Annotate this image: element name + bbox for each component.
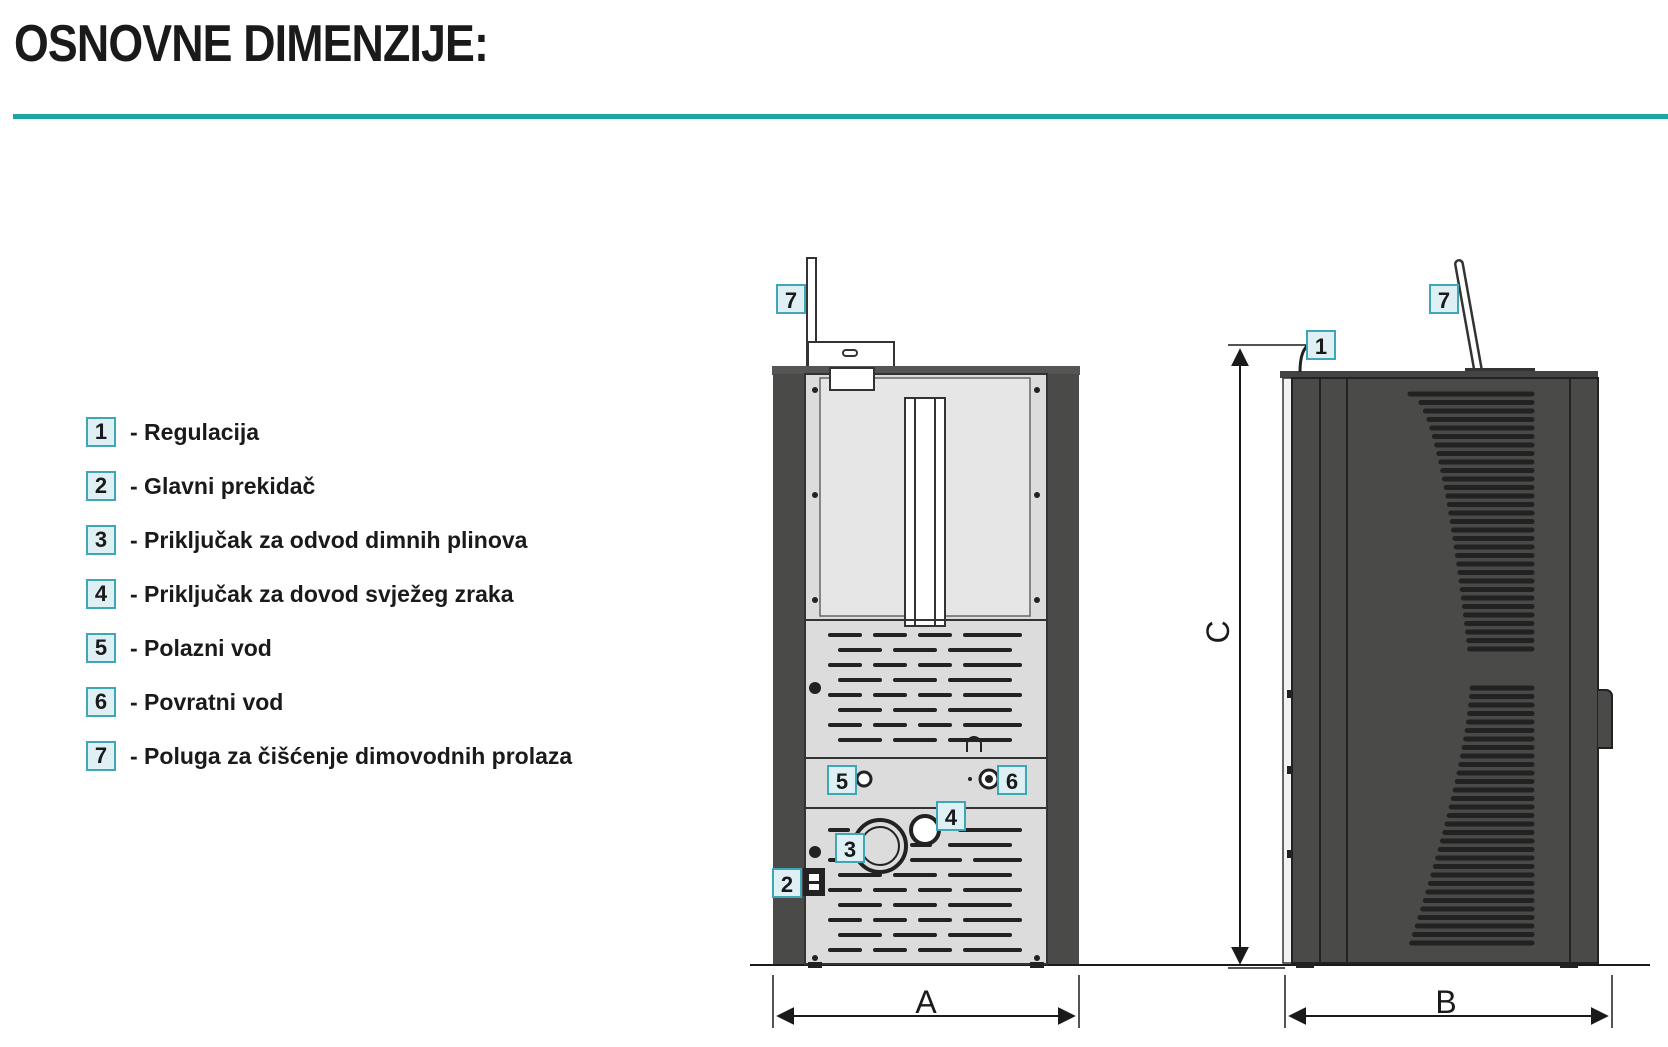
legend-label: - Glavni prekidač (130, 472, 316, 499)
svg-text:3: 3 (844, 837, 856, 862)
page-title: OSNOVNE DIMENZIJE: (14, 15, 489, 73)
legend-item: 4 - Priključak za dovod svježeg zraka (86, 567, 572, 621)
svg-text:1: 1 (1315, 334, 1327, 359)
legend-label: - Regulacija (130, 418, 260, 445)
legend-list: 1 - Regulacija 2 - Glavni prekidač 3 - Prik… (86, 405, 572, 783)
lever-bracket (807, 341, 895, 369)
callout-7-side: 7 (1429, 284, 1459, 314)
dimension-b-label: B (1435, 984, 1456, 1020)
legend-number-badge: 2 (86, 471, 116, 501)
legend-number-badge: 6 (86, 687, 116, 717)
side-louvres (1407, 391, 1535, 946)
svg-text:2: 2 (781, 872, 793, 897)
legend-label: - Poluga za čišćenje dimovodnih prolaza (130, 742, 573, 769)
legend-number-badge: 1 (86, 417, 116, 447)
callout-4: 4 (936, 801, 966, 831)
callout-6: 6 (997, 765, 1027, 795)
legend-label: - Priključak za dovod svježeg zraka (130, 580, 514, 607)
svg-text:6: 6 (1006, 769, 1018, 794)
legend-label: - Priključak za odvod dimnih plinova (130, 526, 528, 553)
air-inlet (909, 814, 941, 846)
top-plate-side (1280, 371, 1598, 378)
main-switch (803, 868, 825, 896)
flue-channel (904, 397, 946, 627)
legend-label: - Povratni vod (130, 688, 284, 715)
callout-5: 5 (827, 765, 857, 795)
legend-item: 7 - Poluga za čišćenje dimovodnih prolaza (86, 729, 572, 783)
legend-number-badge: 3 (86, 525, 116, 555)
legend-number-badge: 4 (86, 579, 116, 609)
legend-label: - Polazni vod (130, 634, 272, 661)
legend-number-badge: 5 (86, 633, 116, 663)
callout-1: 1 (1306, 330, 1336, 360)
svg-text:5: 5 (836, 769, 848, 794)
flow-connection (855, 770, 873, 788)
callout-3: 3 (835, 833, 865, 863)
callout-7-rear: 7 (776, 284, 806, 314)
legend-item: 6 - Povratni vod (86, 675, 572, 729)
callout-2: 2 (772, 868, 802, 898)
top-plate (772, 366, 1080, 375)
svg-text:7: 7 (1438, 288, 1450, 313)
dimension-c-label: C (1200, 620, 1236, 643)
dimension-a-label: A (915, 984, 937, 1020)
cleaning-lever-side (1456, 261, 1481, 373)
vent-slots-lower (828, 828, 1022, 952)
title-divider (13, 114, 1668, 119)
svg-text:7: 7 (785, 288, 797, 313)
rear-view: A 7 5 6 4 3 2 (772, 257, 1080, 1028)
legend-number-badge: 7 (86, 741, 116, 771)
legend-item: 3 - Priključak za odvod dimnih plinova (86, 513, 572, 567)
door-handle (1598, 689, 1613, 749)
legend-item: 5 - Polazni vod (86, 621, 572, 675)
left-side-panel (773, 374, 805, 964)
right-side-panel (1047, 374, 1079, 964)
legend-item: 2 - Glavni prekidač (86, 459, 572, 513)
svg-text:4: 4 (945, 805, 958, 830)
legend-item: 1 - Regulacija (86, 405, 572, 459)
side-view: C B 7 1 (1200, 259, 1613, 1028)
